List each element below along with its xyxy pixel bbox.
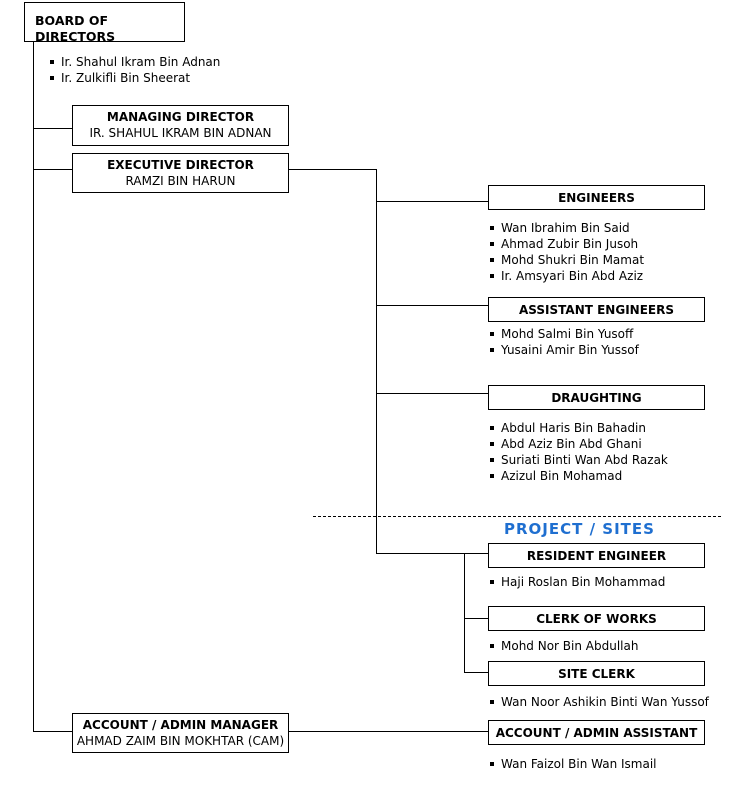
engineers-box: ENGINEERS (488, 185, 705, 210)
assistant-engineers-list: Mohd Salmi Bin Yusoff Yusaini Amir Bin Y… (490, 326, 639, 358)
account-admin-manager-box: ACCOUNT / ADMIN MANAGER AHMAD ZAIM BIN M… (72, 713, 289, 753)
list-item: Suriati Binti Wan Abd Razak (490, 452, 668, 468)
clerk-of-works-box: CLERK OF WORKS (488, 606, 705, 631)
list-item: Ahmad Zubir Bin Jusoh (490, 236, 644, 252)
account-admin-manager-name: AHMAD ZAIM BIN MOKHTAR (CAM) (76, 734, 285, 748)
connector-to-managing (33, 128, 73, 129)
project-sites-divider (313, 516, 721, 517)
clerk-of-works-title: CLERK OF WORKS (536, 612, 657, 626)
connector-to-resident-engineer (464, 553, 489, 554)
draughting-list: Abdul Haris Bin Bahadin Abd Aziz Bin Abd… (490, 420, 668, 484)
executive-director-box: EXECUTIVE DIRECTOR RAMZI BIN HARUN (72, 153, 289, 193)
board-title: BOARD OF DIRECTORS (35, 13, 116, 44)
board-of-directors-box: BOARD OF DIRECTORS (24, 2, 185, 44)
connector-to-account-manager (33, 731, 73, 732)
site-clerk-list: Wan Noor Ashikin Binti Wan Yussof (490, 694, 709, 710)
connector-board-trunk (33, 41, 34, 731)
assistant-engineers-box: ASSISTANT ENGINEERS (488, 297, 705, 322)
connector-sites-trunk (464, 553, 465, 673)
account-admin-assistant-box: ACCOUNT / ADMIN ASSISTANT (488, 720, 705, 745)
connector-to-account-assistant (288, 731, 489, 732)
draughting-title: DRAUGHTING (551, 391, 642, 405)
managing-director-name: IR. SHAHUL IKRAM BIN ADNAN (89, 126, 272, 140)
account-admin-manager-title: ACCOUNT / ADMIN MANAGER (82, 718, 279, 732)
list-item: Ir. Shahul Ikram Bin Adnan (50, 54, 220, 70)
site-clerk-title: SITE CLERK (558, 667, 635, 681)
project-sites-label: PROJECT / SITES (504, 520, 655, 538)
list-item: Mohd Nor Bin Abdullah (490, 638, 638, 654)
connector-to-executive (33, 169, 73, 170)
resident-engineer-box: RESIDENT ENGINEER (488, 543, 705, 568)
draughting-box: DRAUGHTING (488, 385, 705, 410)
engineers-title: ENGINEERS (558, 191, 635, 205)
list-item: Haji Roslan Bin Mohammad (490, 574, 665, 590)
list-item: Mohd Salmi Bin Yusoff (490, 326, 639, 342)
resident-engineer-list: Haji Roslan Bin Mohammad (490, 574, 665, 590)
connector-to-site-clerk (464, 672, 489, 673)
list-item: Wan Ibrahim Bin Said (490, 220, 644, 236)
account-admin-assistant-list: Wan Faizol Bin Wan Ismail (490, 756, 657, 772)
list-item: Azizul Bin Mohamad (490, 468, 668, 484)
connector-to-assistant-engineers (376, 305, 489, 306)
connector-to-engineers (376, 201, 489, 202)
managing-director-box: MANAGING DIRECTOR IR. SHAHUL IKRAM BIN A… (72, 105, 289, 146)
list-item: Mohd Shukri Bin Mamat (490, 252, 644, 268)
board-members-list: Ir. Shahul Ikram Bin Adnan Ir. Zulkifli … (50, 54, 220, 86)
assistant-engineers-title: ASSISTANT ENGINEERS (519, 303, 674, 317)
list-item: Abd Aziz Bin Abd Ghani (490, 436, 668, 452)
list-item: Ir. Amsyari Bin Abd Aziz (490, 268, 644, 284)
list-item: Yusaini Amir Bin Yussof (490, 342, 639, 358)
connector-to-clerk-of-works (464, 618, 489, 619)
list-item: Wan Noor Ashikin Binti Wan Yussof (490, 694, 709, 710)
executive-director-title: EXECUTIVE DIRECTOR (107, 158, 254, 172)
resident-engineer-title: RESIDENT ENGINEER (526, 549, 667, 563)
connector-executive-trunk (376, 169, 377, 554)
site-clerk-box: SITE CLERK (488, 661, 705, 686)
managing-director-title: MANAGING DIRECTOR (106, 110, 255, 124)
account-admin-assistant-title: ACCOUNT / ADMIN ASSISTANT (495, 726, 698, 740)
connector-to-draughting (376, 393, 489, 394)
list-item: Abdul Haris Bin Bahadin (490, 420, 668, 436)
list-item: Wan Faizol Bin Wan Ismail (490, 756, 657, 772)
engineers-list: Wan Ibrahim Bin Said Ahmad Zubir Bin Jus… (490, 220, 644, 284)
connector-executive-out (288, 169, 376, 170)
list-item: Ir. Zulkifli Bin Sheerat (50, 70, 220, 86)
executive-director-name: RAMZI BIN HARUN (125, 174, 236, 188)
connector-to-project-sites (376, 553, 464, 554)
clerk-of-works-list: Mohd Nor Bin Abdullah (490, 638, 638, 654)
